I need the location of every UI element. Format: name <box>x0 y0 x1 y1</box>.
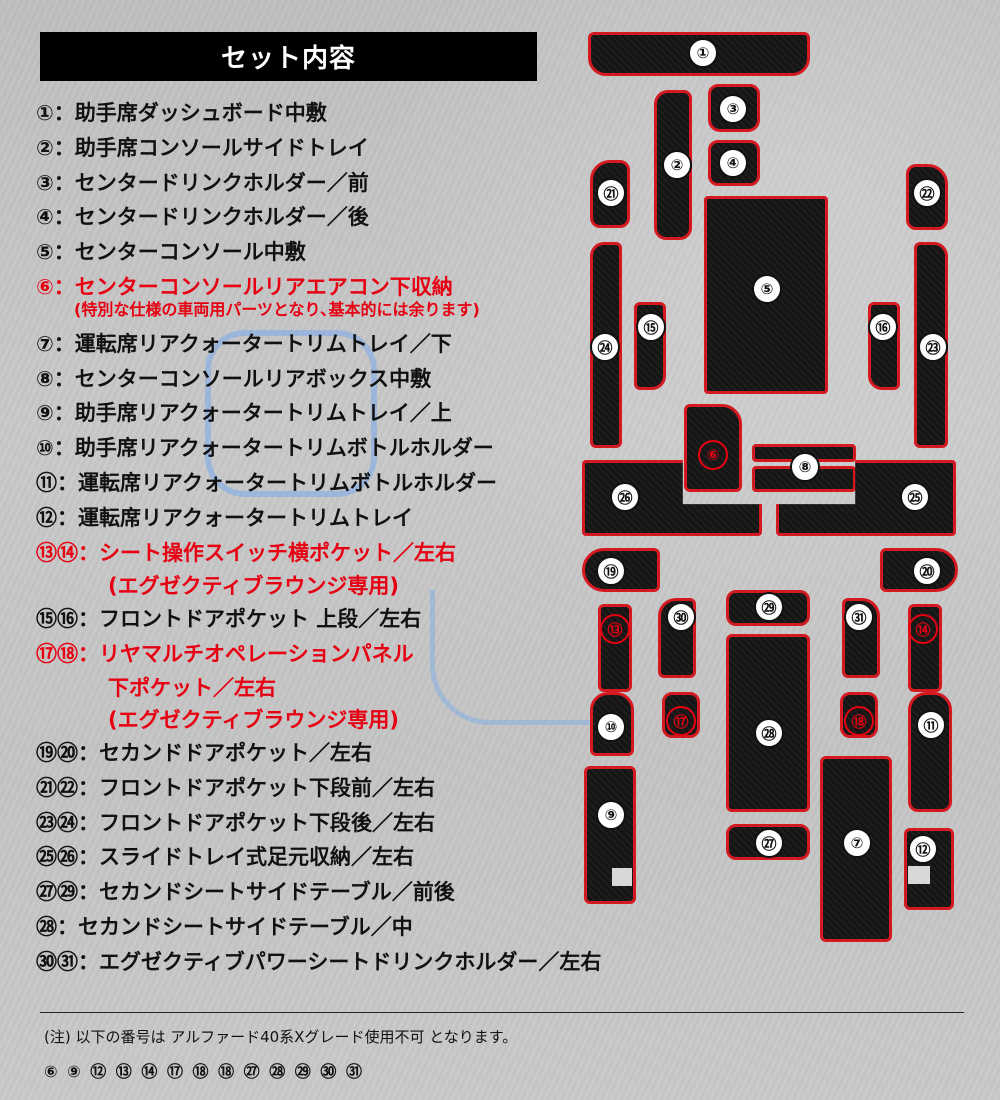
item-subnote: (特別な仕様の車両用パーツとなり､基本的には余ります) <box>74 299 480 319</box>
part-26-label: ㉖ <box>610 482 640 512</box>
item-continuation: (エグゼクティブラウンジ専用) <box>108 574 399 599</box>
part-17-label: ⑰ <box>666 706 696 736</box>
item-continuation: (エグゼクティブラウンジ専用) <box>108 707 399 732</box>
parts-diagram: ① ③ ④ ② ㉑ ㉒ ⑤ ㉔ ㉓ ⑮ ⑯ ⑥ ⑧ ㉖ ㉕ ⑲ ⑳ ㉙ ㉚ ㉛ … <box>570 20 1000 942</box>
item-list: ①：助手席ダッシュボード中敷 ②：助手席コンソールサイドトレイ ③：センタードリンク… <box>36 96 602 980</box>
item-row: ⑨：助手席リアクォータートリムトレイ／上 <box>36 401 452 426</box>
part-9-mat <box>584 766 636 904</box>
part-29-label: ㉙ <box>754 592 784 622</box>
item-row: ⑤：センターコンソール中敷 <box>36 240 306 265</box>
part-24-label: ㉔ <box>590 332 620 362</box>
item-row: ①：助手席ダッシュボード中敷 <box>36 101 327 125</box>
part-4-label: ④ <box>718 148 748 178</box>
part-5-label: ⑤ <box>752 274 782 304</box>
divider <box>40 1012 964 1013</box>
item-row: ②：助手席コンソールサイドトレイ <box>36 135 369 160</box>
part-15-label: ⑮ <box>636 312 666 342</box>
item-row: ⑦：運転席リアクォータートリムトレイ／下 <box>36 331 452 356</box>
item-row: ⑰⑱：リヤマルチオペレーションパネル <box>36 642 414 667</box>
item-row: ㉕㉖：スライドトレイ式足元収納／左右 <box>36 845 414 870</box>
part-18-label: ⑱ <box>844 706 874 736</box>
part-11-label: ⑪ <box>916 710 946 740</box>
part-11-mat <box>908 692 952 812</box>
note-numbers: ⑥ ⑨ ⑫ ⑬ ⑭ ⑰ ⑱ ⑱ ㉗ ㉘ ㉙ ㉚ ㉛ <box>44 1062 364 1081</box>
part-28-label: ㉘ <box>754 718 784 748</box>
part-2-label: ② <box>662 150 692 180</box>
part-25-label: ㉕ <box>900 482 930 512</box>
part-7-mat <box>820 756 892 942</box>
part-1-label: ① <box>688 38 718 68</box>
part-12-label: ⑫ <box>908 834 938 864</box>
part-16-label: ⑯ <box>868 312 898 342</box>
part-23-label: ㉓ <box>918 332 948 362</box>
part-6-label: ⑥ <box>698 440 728 470</box>
part-13-label: ⑬ <box>600 614 630 644</box>
part-28-mat <box>726 634 810 812</box>
background-light-arc <box>205 330 377 497</box>
item-row: ⑬⑭：シート操作スイッチ横ポケット／左右 <box>36 540 456 565</box>
part-21-label: ㉑ <box>596 178 626 208</box>
item-row: ⑩：助手席リアクォータートリムボトルホルダー <box>36 436 494 461</box>
item-row: ㉘：セカンドシートサイドテーブル／中 <box>36 914 413 939</box>
item-row: ④：センタードリンクホルダー／後 <box>36 205 369 230</box>
part-27-label: ㉗ <box>754 828 784 858</box>
item-continuation: 下ポケット／左右 <box>108 675 276 700</box>
part-20-label: ⑳ <box>912 556 942 586</box>
item-row: ③：センタードリンクホルダー／前 <box>36 170 369 195</box>
part-31-label: ㉛ <box>844 602 874 632</box>
item-row: ㉗㉙：セカンドシートサイドテーブル／前後 <box>36 880 455 905</box>
part-7-label: ⑦ <box>842 828 872 858</box>
section-title: セット内容 <box>40 32 537 81</box>
part-9-cutout <box>612 868 632 886</box>
part-22-label: ㉒ <box>912 178 942 208</box>
item-row: ㉓㉔：フロントドアポケット下段後／左右 <box>36 810 435 835</box>
item-row: ⑧：センターコンソールリアボックス中敷 <box>36 366 432 391</box>
part-3-label: ③ <box>718 94 748 124</box>
item-row: ⑲⑳：セカンドドアポケット／左右 <box>36 740 372 765</box>
part-19-mat <box>582 548 660 592</box>
item-row: ⑪：運転席リアクォータートリムボトルホルダー <box>36 470 497 495</box>
item-row: ㉚㉛：エグゼクティブパワーシートドリンクホルダー／左右 <box>36 949 602 974</box>
part-8-label: ⑧ <box>790 452 820 482</box>
item-row: ⑫：運転席リアクォータートリムトレイ <box>36 505 413 530</box>
part-30-label: ㉚ <box>666 602 696 632</box>
background-light-arc <box>430 590 635 725</box>
part-10-label: ⑩ <box>596 712 626 742</box>
note-text: (注) 以下の番号は アルファード40系Xグレード使用不可 となります。 <box>44 1028 518 1046</box>
part-9-label: ⑨ <box>596 800 626 830</box>
item-row: ㉑㉒：フロントドアポケット下段前／左右 <box>36 775 435 800</box>
part-19-label: ⑲ <box>596 556 626 586</box>
part-12-cutout <box>908 866 930 884</box>
item-row: ⑮⑯：フロントドアポケット 上段／左右 <box>36 607 422 632</box>
part-14-label: ⑭ <box>908 614 938 644</box>
item-row: ⑥：センターコンソールリアエアコン下収納 <box>36 274 453 299</box>
